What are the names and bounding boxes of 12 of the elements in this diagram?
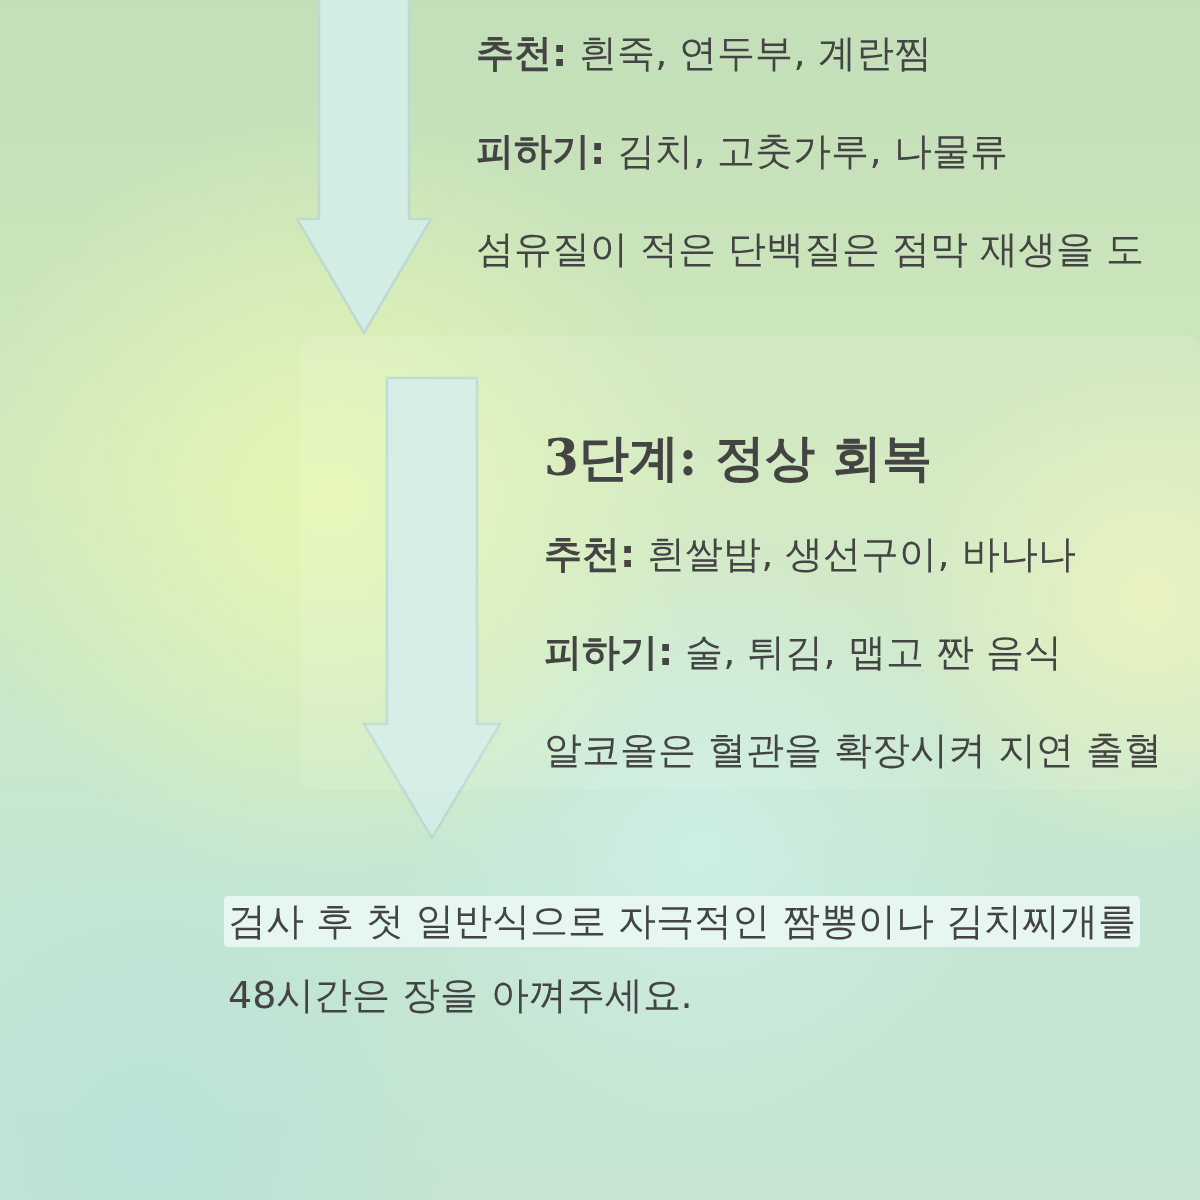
highlighted-text: 검사 후 첫 일반식으로 자극적인 짬뽕이나 김치찌개를 <box>224 896 1141 947</box>
note-text: 알코올은 혈관을 확장시켜 지연 출혈 <box>544 727 1163 774</box>
avoid-text: 피하기: 김치, 고춧가루, 나물류 <box>476 128 1008 175</box>
down-arrow <box>294 0 434 336</box>
note-text: 섬유질이 적은 단백질은 점막 재생을 도 <box>476 226 1145 273</box>
stage-heading: 3단계: 정상 회복 <box>544 427 933 489</box>
recommend-text: 추천: 흰쌀밥, 생선구이, 바나나 <box>544 531 1076 578</box>
recommend-text: 추천: 흰죽, 연두부, 계란찜 <box>476 30 932 77</box>
down-arrow <box>361 376 503 841</box>
body-text: 48시간은 장을 아껴주세요. <box>228 972 693 1019</box>
stage-panel <box>300 335 1200 790</box>
avoid-text: 피하기: 술, 튀김, 맵고 짠 음식 <box>544 629 1062 676</box>
